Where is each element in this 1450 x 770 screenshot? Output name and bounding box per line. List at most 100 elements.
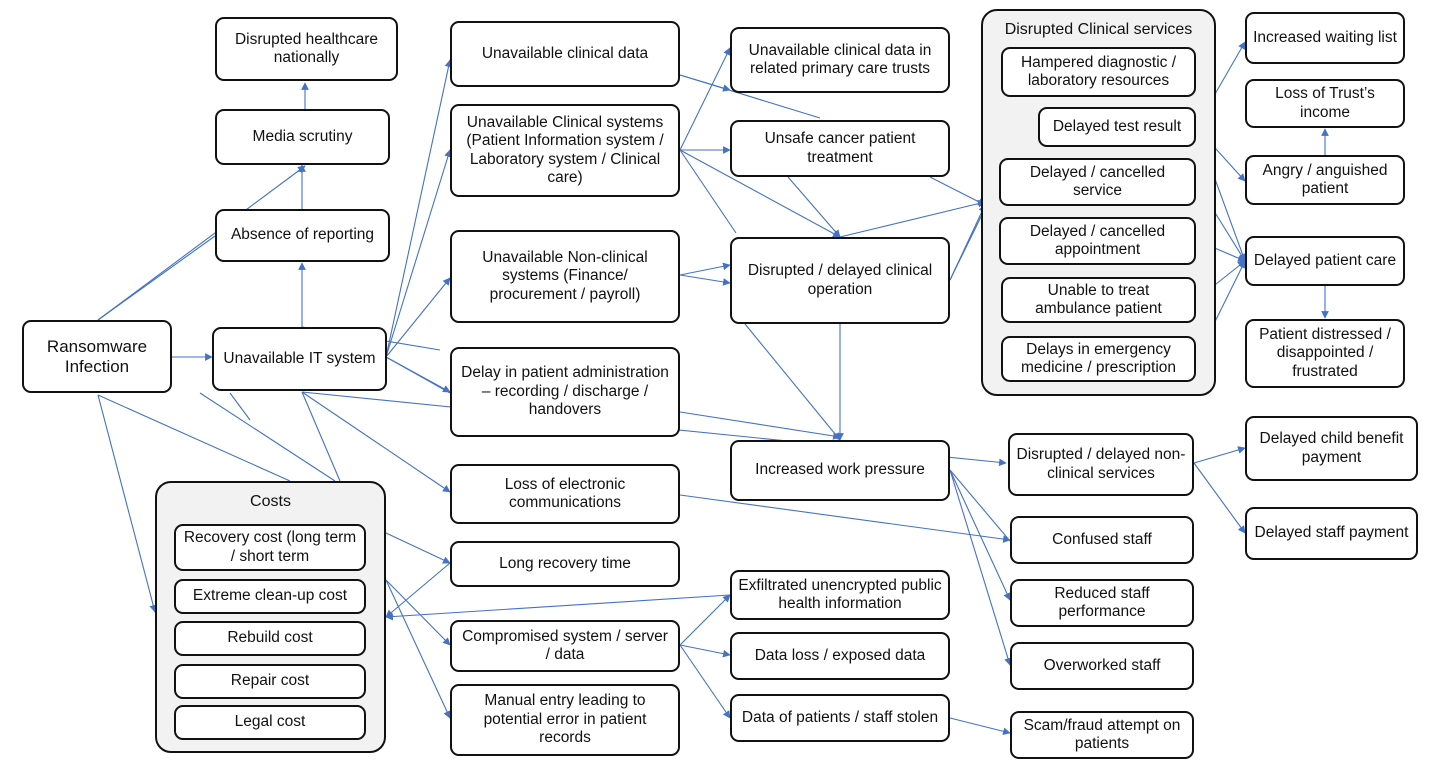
node-data-stolen: Data of patients / staff stolen <box>730 694 950 742</box>
edge-16 <box>229 392 251 421</box>
node-label: Patient distressed / disappointed / frus… <box>1259 325 1391 380</box>
node-delayed-child-benefit: Delayed child benefit payment <box>1245 416 1418 481</box>
node-unavailable-nonclinical-systems: Unavailable Non-clinical systems (Financ… <box>450 230 680 323</box>
edge-5 <box>97 394 157 613</box>
node-confused-staff: Confused staff <box>1010 516 1194 564</box>
node-recovery-cost: Recovery cost (long term / short term <box>174 524 366 571</box>
edge-6 <box>97 394 291 482</box>
edge-22 <box>385 579 451 719</box>
edge-12 <box>385 277 451 358</box>
node-loss-electronic-comms: Loss of electronic communications <box>450 464 680 524</box>
edge-28 <box>679 149 737 234</box>
node-label: Hampered diagnostic / laboratory resourc… <box>1020 53 1177 90</box>
node-label: Rebuild cost <box>227 629 313 647</box>
node-patient-distressed: Patient distressed / disappointed / frus… <box>1245 319 1405 388</box>
node-label: Ransomware Infection <box>46 336 148 376</box>
edge-25 <box>679 47 731 151</box>
node-rebuild-cost: Rebuild cost <box>174 621 366 656</box>
node-media-scrutiny: Media scrutiny <box>215 109 390 165</box>
edge-31 <box>787 176 841 238</box>
group-title-clinical-services: Disrupted Clinical services <box>1004 21 1193 38</box>
node-disrupted-healthcare: Disrupted healthcare nationally <box>215 17 398 81</box>
node-label: Unable to treat ambulance patient <box>1035 281 1162 318</box>
node-overworked-staff: Overworked staff <box>1010 642 1194 690</box>
edge-41 <box>679 644 731 658</box>
node-delayed-appointment: Delayed / cancelled appointment <box>999 217 1196 265</box>
node-label: Extreme clean-up cost <box>192 587 348 605</box>
node-label: Repair cost <box>230 672 310 690</box>
node-label: Disrupted healthcare nationally <box>234 30 379 67</box>
node-label: Overworked staff <box>1043 656 1161 674</box>
edge-1 <box>97 235 216 321</box>
node-label: Delayed staff payment <box>1254 524 1409 542</box>
node-label: Legal cost <box>234 713 306 731</box>
node-exfiltrated-info: Exfiltrated unencrypted public health in… <box>730 570 950 620</box>
node-legal-cost: Legal cost <box>174 705 366 740</box>
node-label: Unavailable clinical data in related pri… <box>748 41 932 78</box>
node-label: Loss of electronic communications <box>504 475 626 512</box>
node-label: Delayed test result <box>1052 117 1182 135</box>
node-label: Delayed patient care <box>1253 251 1397 269</box>
edge-37 <box>949 204 986 281</box>
node-label: Delayed / cancelled service <box>1029 163 1166 200</box>
node-label: Scam/fraud attempt on patients <box>1023 716 1181 753</box>
node-absence-reporting: Absence of reporting <box>215 209 390 262</box>
node-label: Unavailable Non-clinical systems (Financ… <box>482 248 648 303</box>
node-label: Data loss / exposed data <box>754 646 926 664</box>
group-title-costs: Costs <box>250 493 291 510</box>
edge-40 <box>679 594 731 646</box>
node-disrupted-clinical-operation: Disrupted / delayed clinical operation <box>730 237 950 324</box>
node-label: Delayed / cancelled appointment <box>1029 222 1166 259</box>
node-label: Delays in emergency medicine / prescript… <box>1020 340 1177 377</box>
node-label: Unavailable clinical data <box>481 44 649 62</box>
node-label: Reduced staff performance <box>1054 584 1150 621</box>
node-unavailable-clinical-systems: Unavailable Clinical systems (Patient In… <box>450 104 680 197</box>
edge-44 <box>949 717 1011 736</box>
node-label: Exfiltrated unencrypted public health in… <box>738 576 942 613</box>
edge-19 <box>385 532 451 564</box>
node-unable-ambulance: Unable to treat ambulance patient <box>1001 277 1196 323</box>
node-compromised-system: Compromised system / server / data <box>450 620 680 672</box>
edge-59 <box>949 469 1011 542</box>
edge-30 <box>679 274 731 286</box>
edge-56 <box>1193 462 1246 534</box>
node-loss-trust-income: Loss of Trust’s income <box>1245 79 1405 128</box>
node-delayed-service: Delayed / cancelled service <box>999 158 1196 206</box>
node-ransomware-infection: Ransomware Infection <box>22 320 172 393</box>
node-increased-work-pressure: Increased work pressure <box>730 440 950 501</box>
node-unavailable-primary-care: Unavailable clinical data in related pri… <box>730 27 950 93</box>
edge-14 <box>385 356 451 394</box>
edge-42 <box>679 644 731 719</box>
node-label: Delayed child benefit payment <box>1259 430 1404 466</box>
edge-10 <box>385 59 453 358</box>
node-delays-emergency: Delays in emergency medicine / prescript… <box>1001 336 1196 382</box>
node-scam-fraud: Scam/fraud attempt on patients <box>1010 711 1194 759</box>
edge-33 <box>679 411 841 440</box>
node-data-loss: Data loss / exposed data <box>730 632 950 680</box>
node-label: Long recovery time <box>499 554 631 572</box>
node-hampered-diagnostic: Hampered diagnostic / laboratory resourc… <box>1001 47 1196 97</box>
edge-17 <box>301 391 341 482</box>
edge-20 <box>385 562 451 618</box>
node-label: Recovery cost (long term / short term <box>183 529 357 565</box>
node-unsafe-cancer-treatment: Unsafe cancer patient treatment <box>730 120 950 177</box>
node-label: Media scrutiny <box>252 127 353 145</box>
node-label: Increased work pressure <box>755 461 925 479</box>
edge-13 <box>385 356 451 393</box>
edge-58 <box>949 469 1012 666</box>
node-unavailable-clinical-data: Unavailable clinical data <box>450 21 680 87</box>
edge-29 <box>679 262 731 276</box>
node-long-recovery-time: Long recovery time <box>450 541 680 587</box>
node-label: Confused staff <box>1052 530 1152 548</box>
node-label: Increased waiting list <box>1253 28 1397 46</box>
node-label: Unavailable Clinical systems (Patient In… <box>466 113 664 187</box>
node-repair-cost: Repair cost <box>174 664 366 699</box>
node-label: Delay in patient administration – record… <box>461 364 669 419</box>
edge-43 <box>385 594 731 621</box>
edge-34 <box>679 494 1011 543</box>
edge-39 <box>839 199 986 238</box>
node-disrupted-nonclinical-services: Disrupted / delayed non-clinical service… <box>1008 433 1194 496</box>
node-manual-entry: Manual entry leading to potential error … <box>450 684 680 756</box>
node-label: Absence of reporting <box>230 226 375 244</box>
